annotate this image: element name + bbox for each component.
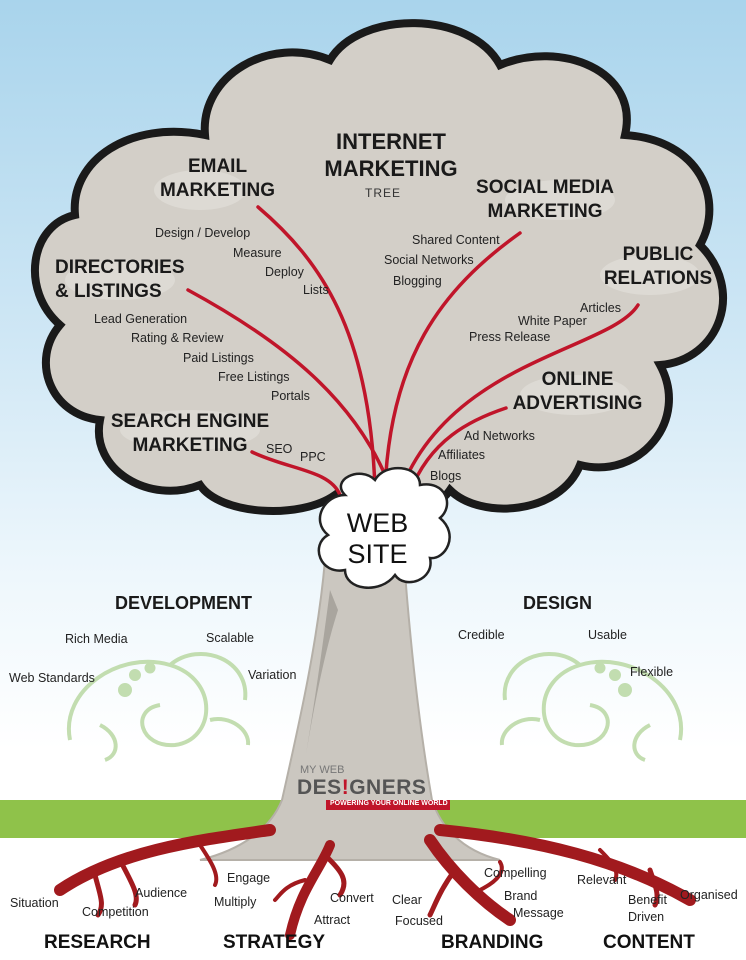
email-line-2: MARKETING bbox=[159, 180, 276, 201]
directories-item: Rating & Review bbox=[131, 331, 224, 345]
development-item: Rich Media bbox=[65, 632, 128, 646]
email-line-1: EMAIL bbox=[187, 156, 248, 177]
social-line-2: MARKETING bbox=[487, 201, 603, 222]
research-item: Situation bbox=[10, 896, 59, 910]
design-item: Flexible bbox=[630, 665, 674, 679]
content-item: Relevant bbox=[577, 873, 627, 887]
branding-item: Message bbox=[513, 906, 564, 920]
social-line-1: SOCIAL MEDIA bbox=[476, 177, 614, 198]
branding-item: Clear bbox=[392, 893, 422, 907]
strategy-item: Attract bbox=[314, 913, 351, 927]
development-item: Scalable bbox=[206, 631, 254, 645]
sem-item: PPC bbox=[300, 450, 326, 464]
trunk bbox=[199, 559, 501, 861]
roots bbox=[54, 824, 696, 940]
logo-part-c: GNERS bbox=[349, 776, 427, 799]
strategy-heading: STRATEGY bbox=[223, 932, 326, 953]
online-line-1: ONLINE bbox=[541, 369, 614, 390]
trunk-shadow bbox=[305, 590, 338, 760]
logo-line-1: MY WEB bbox=[300, 764, 345, 776]
social-item: Blogging bbox=[393, 274, 442, 288]
directories-line-2: & LISTINGS bbox=[55, 281, 162, 302]
website-cloud bbox=[317, 466, 451, 589]
logo-tagline: POWERING YOUR ONLINE WORLD bbox=[330, 800, 448, 807]
web-site-line-2: SITE bbox=[347, 539, 408, 569]
branch-email-heading: EMAIL MARKETING bbox=[150, 155, 285, 203]
pr-item: Press Release bbox=[469, 330, 551, 344]
branch-online-heading: ONLINE ADVERTISING bbox=[510, 368, 645, 416]
development-item: Web Standards bbox=[9, 671, 95, 685]
directories-item: Paid Listings bbox=[183, 351, 254, 365]
pr-item: White Paper bbox=[518, 314, 587, 328]
email-item: Design / Develop bbox=[155, 226, 251, 240]
strategy-item: Engage bbox=[227, 871, 271, 885]
logo-tagline-bar bbox=[326, 800, 450, 810]
email-item: Deploy bbox=[265, 265, 304, 279]
directories-item: Portals bbox=[271, 389, 310, 403]
online-item: Affiliates bbox=[438, 448, 486, 462]
logo-exclaim: ! bbox=[341, 776, 350, 799]
sem-line-2: MARKETING bbox=[132, 435, 248, 456]
directories-item: Lead Generation bbox=[94, 312, 188, 326]
pr-line-2: RELATIONS bbox=[603, 268, 713, 289]
content-item: Benefit bbox=[628, 893, 667, 907]
directories-line-1: DIRECTORIES bbox=[55, 257, 185, 278]
content-item: Driven bbox=[628, 910, 665, 924]
development-item: Variation bbox=[248, 668, 297, 682]
content-heading: CONTENT bbox=[603, 932, 695, 953]
email-item: Measure bbox=[233, 246, 282, 260]
design-heading: DESIGN bbox=[523, 593, 593, 613]
social-item: Shared Content bbox=[412, 233, 500, 247]
sem-item: SEO bbox=[266, 442, 293, 456]
branding-item: Focused bbox=[395, 914, 443, 928]
branding-heading: BRANDING bbox=[441, 932, 544, 953]
branch-social-heading: SOCIAL MEDIA MARKETING bbox=[470, 176, 620, 224]
title-subtitle: TREE bbox=[365, 186, 402, 200]
swirl-right bbox=[499, 652, 684, 762]
pr-item: Articles bbox=[580, 301, 621, 315]
title-line-2: MARKETING bbox=[324, 156, 458, 181]
logo-wordmark: DES!GNERS bbox=[297, 776, 426, 800]
online-item: Blogs bbox=[430, 469, 462, 483]
branch-pr-heading: PUBLIC RELATIONS bbox=[598, 243, 718, 291]
title-heading: INTERNET MARKETING bbox=[306, 128, 476, 182]
web-site-line-1: WEB bbox=[346, 508, 409, 538]
web-site-label: WEB SITE bbox=[335, 508, 420, 570]
online-item: Ad Networks bbox=[464, 429, 535, 443]
branding-item: Compelling bbox=[484, 866, 547, 880]
development-heading: DEVELOPMENT bbox=[115, 593, 253, 613]
swirl-left bbox=[66, 652, 251, 762]
branch-lines bbox=[186, 205, 640, 497]
sem-line-1: SEARCH ENGINE bbox=[110, 411, 270, 432]
logo-part-a: DES bbox=[297, 776, 342, 799]
email-item: Lists bbox=[303, 283, 329, 297]
branch-sem-heading: SEARCH ENGINE MARKETING bbox=[105, 410, 275, 458]
pr-line-1: PUBLIC bbox=[622, 244, 694, 265]
title-line-1: INTERNET bbox=[336, 129, 446, 154]
branding-item: Brand bbox=[504, 889, 538, 903]
design-item: Credible bbox=[458, 628, 505, 642]
research-item: Audience bbox=[135, 886, 188, 900]
social-item: Social Networks bbox=[384, 253, 474, 267]
strategy-item: Convert bbox=[330, 891, 374, 905]
online-line-2: ADVERTISING bbox=[512, 393, 643, 414]
strategy-item: Multiply bbox=[214, 895, 257, 909]
directories-item: Free Listings bbox=[218, 370, 290, 384]
design-item: Usable bbox=[588, 628, 627, 642]
content-item: Organised bbox=[680, 888, 738, 902]
branch-directories-heading: DIRECTORIES & LISTINGS bbox=[55, 256, 195, 304]
research-item: Competition bbox=[82, 905, 149, 919]
research-heading: RESEARCH bbox=[44, 932, 151, 953]
